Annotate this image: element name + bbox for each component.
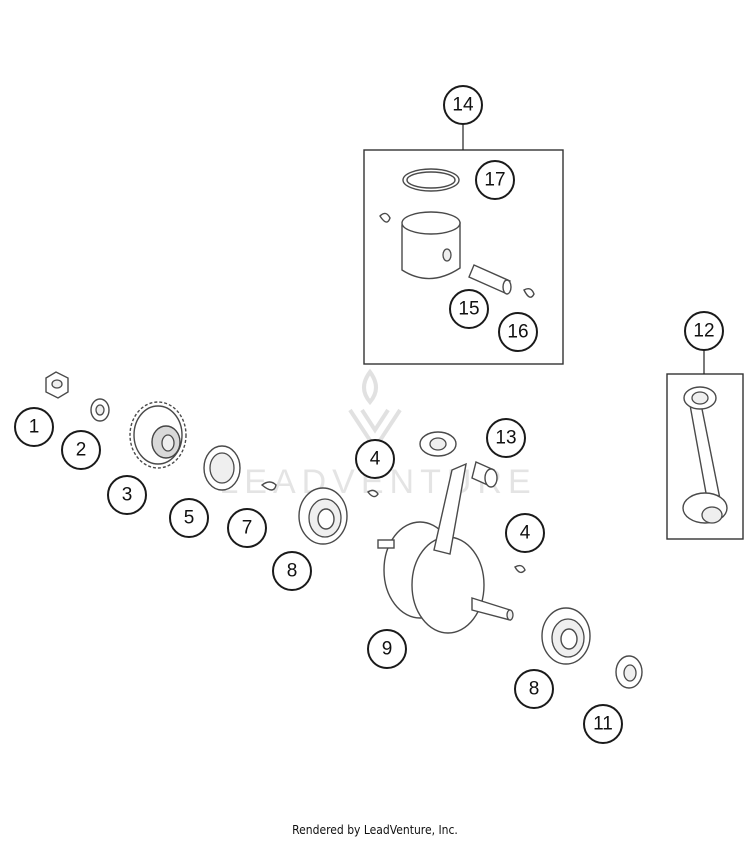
piston-clip-right bbox=[523, 287, 535, 298]
callout-14: 14 bbox=[443, 85, 483, 125]
watermark-logo bbox=[348, 368, 402, 452]
callout-8-left: 8 bbox=[272, 551, 312, 591]
spacer bbox=[260, 481, 277, 491]
svg-text:4: 4 bbox=[520, 523, 531, 544]
svg-text:4: 4 bbox=[370, 449, 381, 470]
woodruff-key-right bbox=[514, 564, 526, 574]
svg-text:17: 17 bbox=[484, 170, 505, 191]
shaft-seal-right bbox=[615, 655, 643, 689]
callout-16: 16 bbox=[498, 312, 538, 352]
svg-text:3: 3 bbox=[122, 485, 133, 506]
woodruff-key-top bbox=[366, 489, 379, 498]
primary-gear bbox=[129, 401, 187, 469]
svg-text:2: 2 bbox=[76, 440, 87, 461]
callout-13: 13 bbox=[486, 418, 526, 458]
svg-text:7: 7 bbox=[242, 518, 253, 539]
piston-clip-left bbox=[379, 212, 391, 223]
callout-1: 1 bbox=[14, 407, 54, 447]
svg-text:13: 13 bbox=[495, 428, 516, 449]
callout-2: 2 bbox=[61, 430, 101, 470]
svg-text:15: 15 bbox=[458, 299, 479, 320]
callout-17: 17 bbox=[475, 160, 515, 200]
svg-text:9: 9 bbox=[382, 639, 393, 660]
callout-5: 5 bbox=[169, 498, 209, 538]
piston bbox=[401, 211, 461, 280]
callout-7: 7 bbox=[227, 508, 267, 548]
callout-4-right: 4 bbox=[505, 513, 545, 553]
svg-text:12: 12 bbox=[693, 321, 714, 342]
shaft-seal bbox=[203, 445, 241, 491]
conrod-installed bbox=[433, 462, 467, 555]
svg-text:11: 11 bbox=[593, 714, 613, 735]
callout-8-right: 8 bbox=[514, 669, 554, 709]
callout-12: 12 bbox=[684, 311, 724, 351]
piston-ring bbox=[402, 168, 460, 192]
footer-credit: Rendered by LeadVenture, Inc. bbox=[292, 823, 458, 837]
main-bearing-right bbox=[541, 607, 591, 665]
callout-15: 15 bbox=[449, 289, 489, 329]
svg-text:1: 1 bbox=[29, 417, 40, 438]
conrod-standalone bbox=[682, 386, 728, 524]
crankshaft-assembly bbox=[377, 431, 514, 634]
callout-9: 9 bbox=[367, 629, 407, 669]
svg-text:16: 16 bbox=[507, 322, 528, 343]
callout-3: 3 bbox=[107, 475, 147, 515]
callout-4-top: 4 bbox=[355, 439, 395, 479]
callout-11: 11 bbox=[583, 704, 623, 744]
svg-text:8: 8 bbox=[287, 561, 298, 582]
needle-bearing bbox=[471, 461, 498, 488]
conrod-box bbox=[666, 373, 744, 540]
piston-pin bbox=[468, 264, 512, 295]
svg-text:8: 8 bbox=[529, 679, 540, 700]
svg-text:14: 14 bbox=[452, 95, 474, 116]
main-bearing-left bbox=[298, 487, 348, 545]
svg-text:5: 5 bbox=[184, 508, 195, 529]
crank-nut bbox=[45, 371, 69, 399]
lock-washer bbox=[90, 398, 110, 422]
